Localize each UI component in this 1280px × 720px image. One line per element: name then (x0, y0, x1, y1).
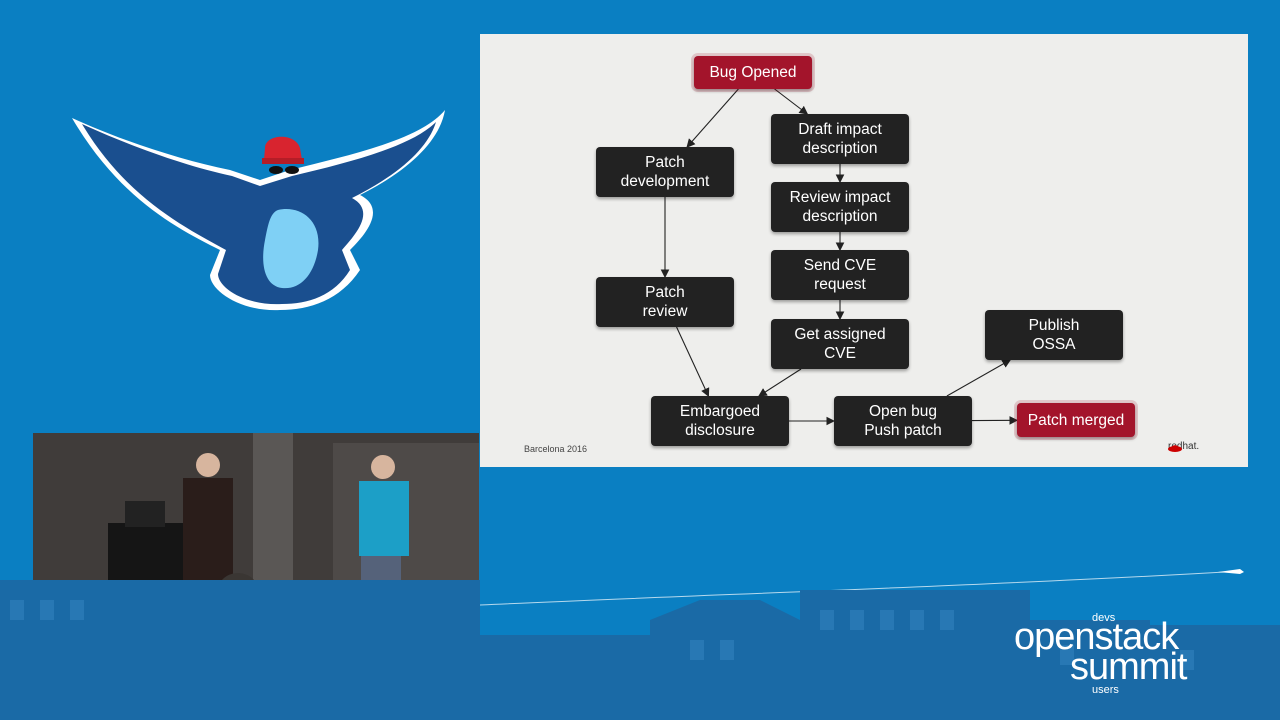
city-skyline-illustration (0, 569, 1280, 720)
mascot-bird-illustration (72, 110, 445, 311)
edge-bug-opened-to-draft-impact (774, 88, 809, 115)
node-patch-review: Patch review (596, 277, 734, 327)
node-patch-development: Patch development (596, 147, 734, 197)
brand-devs: devs (1092, 612, 1116, 624)
node-publish-ossa: Publish OSSA (985, 310, 1123, 360)
edge-bug-opened-to-patch-development (686, 88, 739, 148)
node-review-impact: Review impact description (771, 182, 909, 232)
edge-patch-review-to-embargoed (676, 326, 710, 397)
airplane-icon (1218, 569, 1244, 574)
node-open-bug: Open bug Push patch (834, 396, 972, 446)
node-send-cve: Send CVE request (771, 250, 909, 300)
node-draft-impact: Draft impact description (771, 114, 909, 164)
brand-summit: summit (1070, 646, 1187, 688)
openstack-summit-logo: devs openstack summit users (1010, 610, 1240, 700)
node-bug-opened: Bug Opened (694, 56, 812, 89)
edge-get-cve-to-embargoed (758, 368, 802, 397)
brand-openstack: openstack (1014, 616, 1179, 658)
slide-footer-location: Barcelona 2016 (524, 444, 588, 454)
redhat-hat-icon (1168, 445, 1182, 452)
redhat-logo: redhat. (1168, 441, 1199, 452)
node-patch-merged: Patch merged (1017, 403, 1135, 437)
edge-open-bug-to-publish-ossa (946, 359, 1012, 397)
brand-users: users (1092, 684, 1119, 696)
flowchart-edges (660, 88, 1019, 426)
node-get-cve: Get assigned CVE (771, 319, 909, 369)
node-embargoed: Embargoed disclosure (651, 396, 789, 446)
redhat-logo-text: redhat. (1168, 441, 1200, 452)
